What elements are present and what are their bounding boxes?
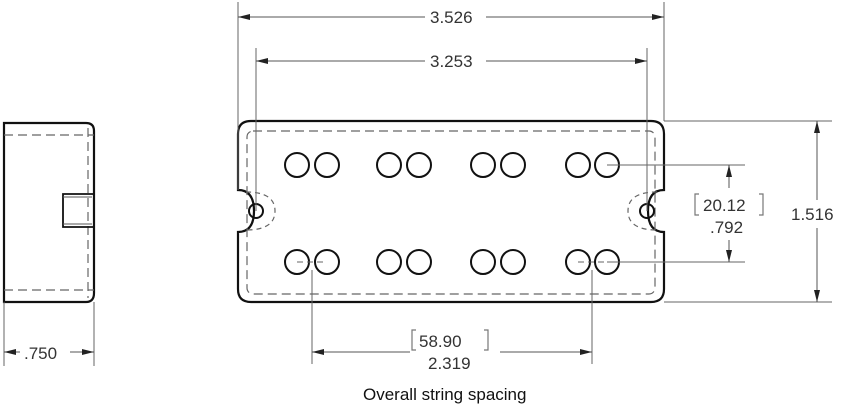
pole-piece	[470, 249, 496, 275]
top-view-outline	[236, 119, 666, 304]
dim-pole-row-spacing: 20.12 .792	[607, 164, 764, 263]
bracket-right	[759, 193, 764, 216]
mounting-hole-spacing-label: 3.253	[430, 52, 473, 71]
side-depth-label: .750	[24, 344, 57, 363]
pole-row-spacing-mm-label: 20.12	[703, 196, 746, 215]
side-view-mounting-ear	[62, 193, 94, 228]
pole-piece	[470, 152, 496, 178]
pole-piece	[500, 249, 526, 275]
dim-overall-length: 3.526	[237, 2, 665, 190]
top-view-hidden-inner	[246, 130, 656, 295]
pole-piece	[314, 152, 340, 178]
string-spacing-in-label: 2.319	[428, 354, 471, 373]
dim-mounting-hole-spacing: 3.253	[255, 48, 648, 211]
pole-piece	[565, 152, 591, 178]
pole-piece	[376, 249, 402, 275]
mounting-ear-right-hidden	[627, 191, 658, 231]
pole-row-spacing-in-label: .792	[710, 218, 743, 237]
pole-row-bottom	[284, 249, 620, 275]
pole-piece	[500, 152, 526, 178]
bracket-left	[694, 193, 699, 216]
caption: Overall string spacing	[363, 385, 526, 404]
top-view	[236, 119, 666, 304]
string-spacing-mm-label: 58.90	[419, 332, 462, 351]
pole-piece	[406, 249, 432, 275]
overall-width-label: 1.516	[791, 205, 834, 224]
mounting-ear-left-hidden	[245, 191, 276, 231]
side-view: .750	[2, 121, 96, 366]
dim-overall-width: 1.516	[664, 120, 834, 303]
pole-piece	[314, 249, 340, 275]
pole-piece	[376, 152, 402, 178]
pole-piece	[406, 152, 432, 178]
dim-string-spacing: 58.90 2.319	[311, 270, 593, 373]
bracket-left	[411, 329, 416, 351]
side-view-outline	[2, 121, 96, 304]
bracket-right	[484, 329, 489, 351]
overall-length-label: 3.526	[430, 8, 473, 27]
pole-piece	[284, 152, 310, 178]
pole-row-top	[284, 152, 620, 178]
